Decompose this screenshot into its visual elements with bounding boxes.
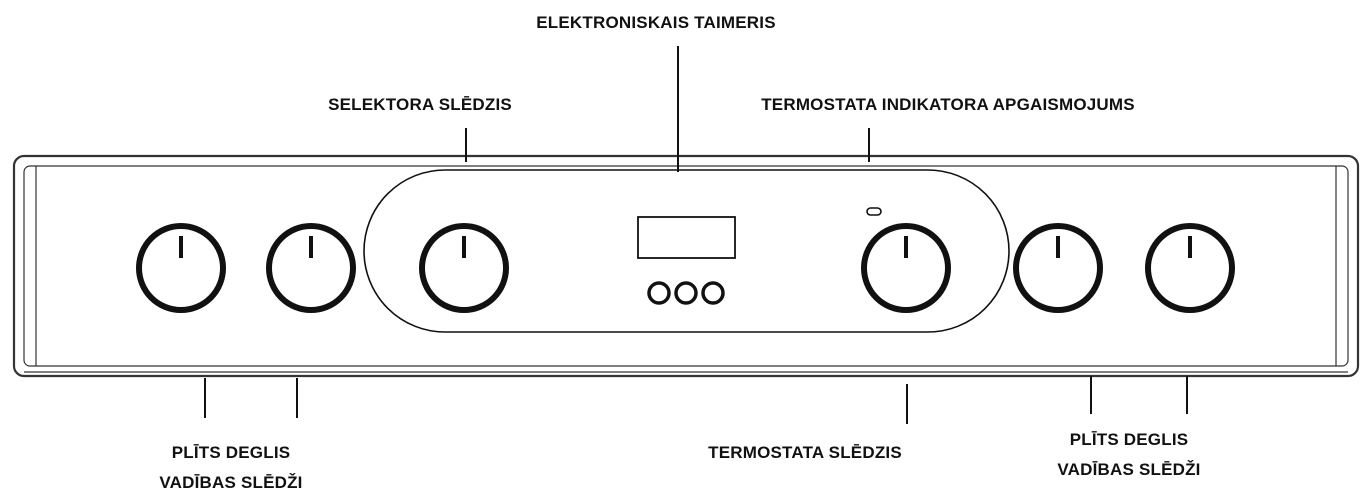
label-burner-controls-right-line2: VADĪBAS SLĒDŽI (1057, 460, 1200, 479)
knob-thermostat[interactable] (861, 223, 951, 313)
timer-button-1[interactable] (647, 281, 671, 305)
panel-outer-border (12, 154, 1360, 378)
label-selector-switch: SELEKTORA SLĒDZIS (328, 95, 512, 114)
knob-burner-4[interactable] (1145, 223, 1235, 313)
thermostat-indicator-light (866, 207, 882, 216)
leader-lines (204, 46, 1188, 424)
knob-burner-1[interactable] (136, 223, 226, 313)
knob-burner-2[interactable] (266, 223, 356, 313)
label-burner-controls-right-line1: PLĪTS DEGLIS (1070, 430, 1189, 449)
label-burner-controls-left-line2: VADĪBAS SLĒDŽI (159, 473, 302, 492)
timer-button-2[interactable] (674, 281, 698, 305)
timer-button-3[interactable] (701, 281, 725, 305)
timer-display (637, 216, 736, 259)
label-electronic-timer: ELEKTRONISKAIS TAIMERIS (536, 13, 775, 32)
central-oval-panel (363, 169, 1010, 333)
knob-burner-3[interactable] (1013, 223, 1103, 313)
knob-selector[interactable] (419, 223, 509, 313)
panel-inner-border (23, 165, 1349, 367)
label-burner-controls-left-line1: PLĪTS DEGLIS (172, 443, 291, 462)
label-thermostat-indicator-light: TERMOSTATA INDIKATORA APGAISMOJUMS (761, 95, 1135, 114)
timer-buttons (647, 281, 725, 305)
label-thermostat-switch: TERMOSTATA SLĒDZIS (708, 443, 902, 462)
control-panel-frame (12, 154, 1360, 378)
